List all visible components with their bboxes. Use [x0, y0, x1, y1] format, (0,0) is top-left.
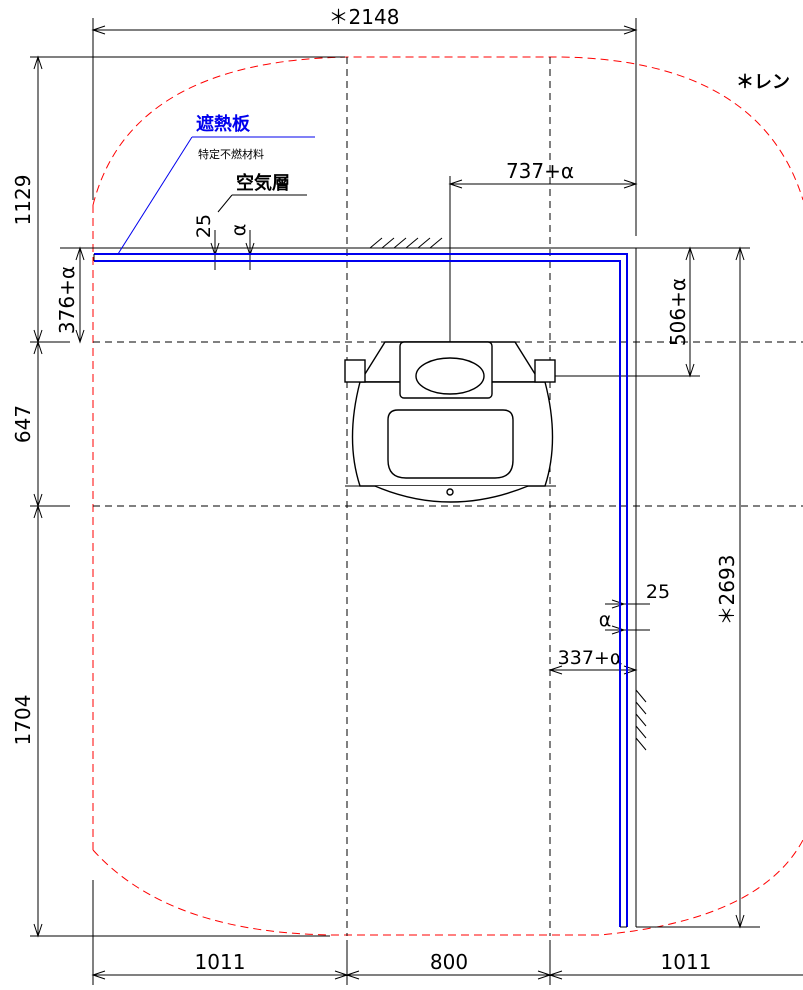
dim-alpha-top: α [228, 224, 250, 237]
stove-flue [415, 357, 485, 395]
dim-bottom-left: 1011 [195, 950, 246, 974]
dim-right-offset: 506+α [666, 278, 690, 346]
stove [344, 341, 556, 503]
label-shield-material: 特定不燃材料 [198, 147, 264, 161]
dim-wall-offset: 337+α [558, 647, 623, 669]
dim-bottom-center: 800 [430, 950, 468, 974]
dim-top-width: ＊2148 [329, 5, 400, 29]
clearance-boundary-bottom [92, 839, 803, 936]
clearance-boundary [92, 56, 803, 206]
wall-hatch-top [369, 237, 443, 249]
dim-left-offset: 376+α [55, 266, 79, 334]
dim-alpha-right: α [599, 609, 612, 631]
dim-left-top: 1129 [11, 175, 35, 226]
dim-bottom-right: 1011 [661, 950, 712, 974]
heat-shield [94, 253, 628, 927]
dim-left-middle: 647 [11, 405, 35, 443]
label-shield-plate: 遮熱板 [196, 113, 251, 135]
label-range-note: ＊レン [736, 72, 790, 93]
label-air-layer: 空気層 [236, 172, 290, 194]
wall-line [93, 247, 637, 927]
wall-hatch-right [635, 689, 647, 751]
heat-shield-inner [94, 260, 621, 927]
dim-left-bottom: 1704 [11, 695, 35, 746]
dim-gap-top: 25 [193, 214, 215, 238]
dim-gap-right: 25 [646, 581, 670, 603]
dim-center-offset: 737+α [506, 159, 574, 183]
dim-right-total: ＊2693 [715, 555, 739, 626]
